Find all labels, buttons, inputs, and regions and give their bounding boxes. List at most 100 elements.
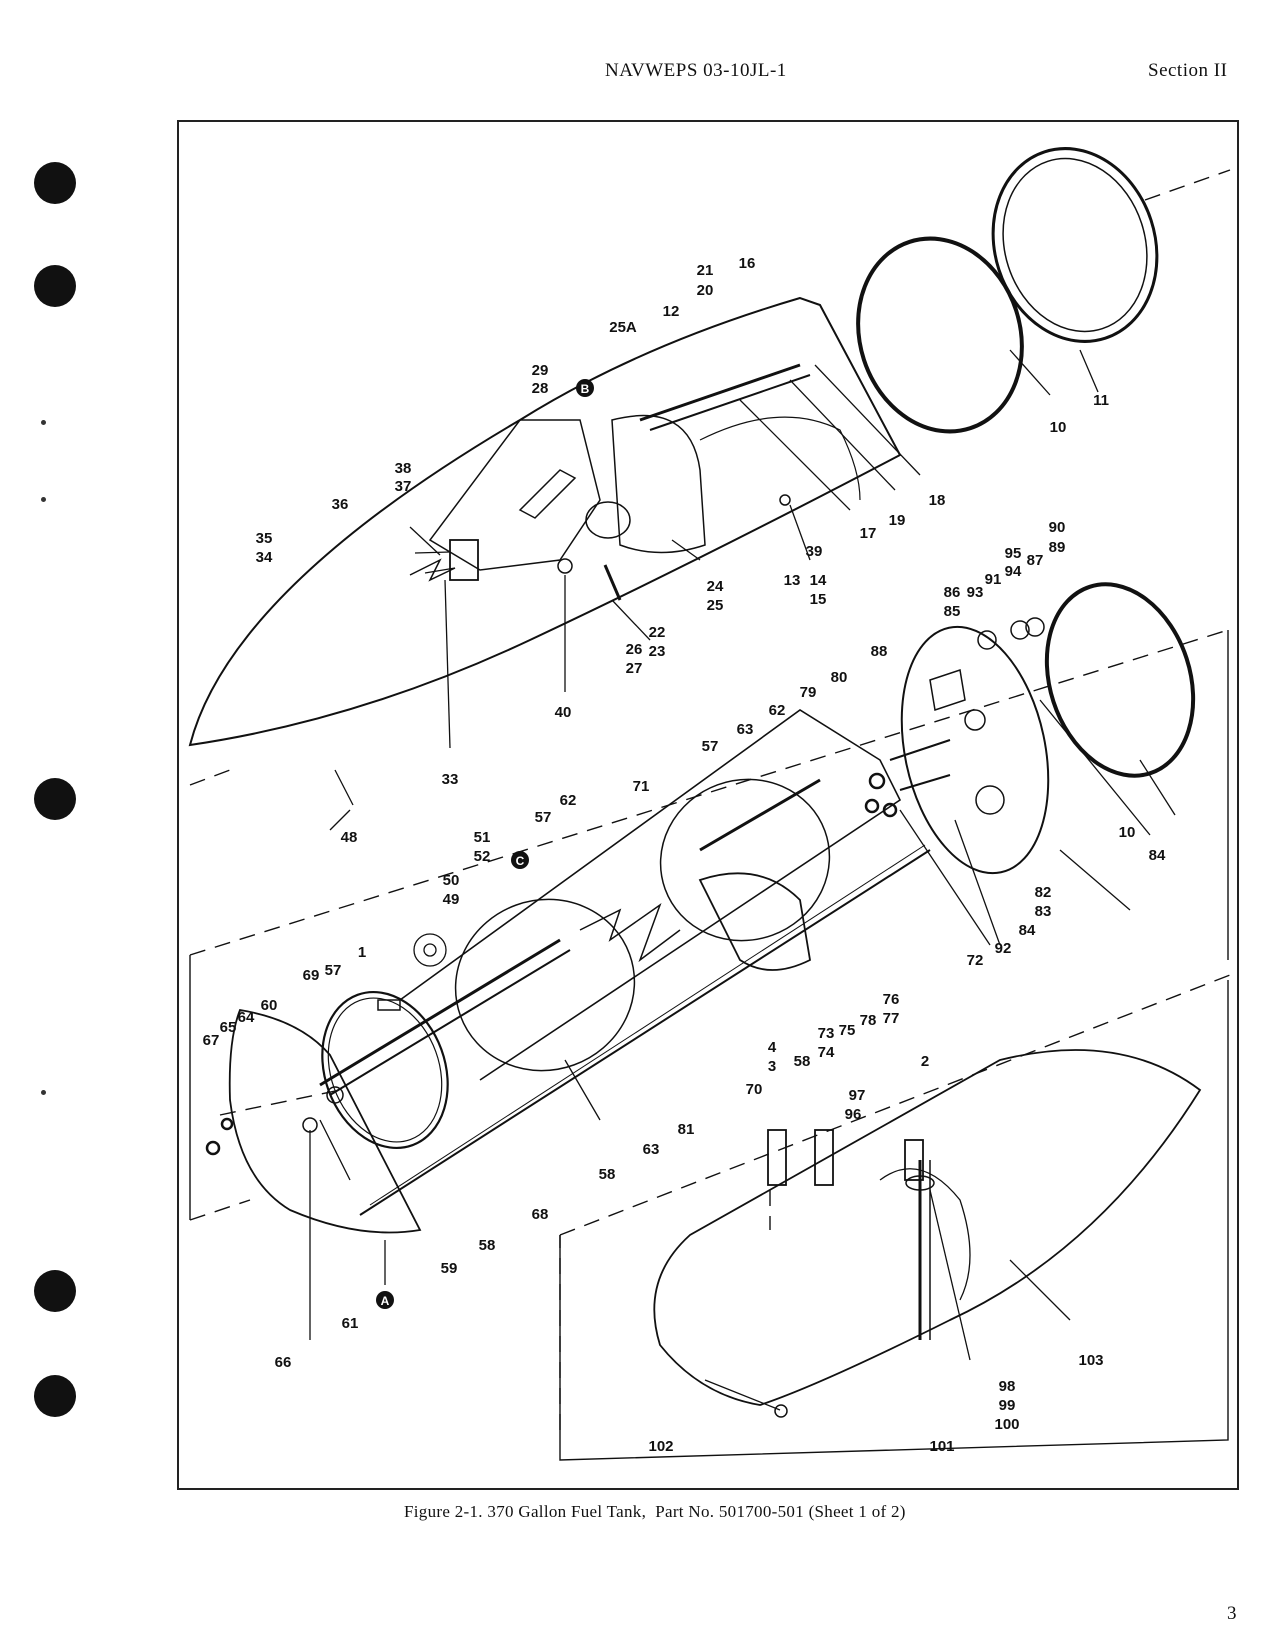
callout-label: 95 [1005,545,1022,562]
callout-label: 28 [532,380,549,397]
callout-label: 50 [443,872,460,889]
callout-label: 63 [643,1141,660,1158]
callout-label: 96 [845,1106,862,1123]
callout-label: 24 [707,578,724,595]
callout-label: 39 [806,543,823,560]
callout-label: 20 [697,282,714,299]
page-speck [41,497,46,502]
callout-label: 18 [929,492,946,509]
callout-label: 81 [678,1121,695,1138]
callout-label: 93 [967,584,984,601]
callout-label: 102 [648,1438,673,1455]
callout-label: 57 [325,962,342,979]
callout-label: 103 [1078,1352,1103,1369]
callout-label: 72 [967,952,984,969]
reference-marker-a: A [381,1294,390,1308]
callout-label: 69 [303,967,320,984]
binder-hole [34,162,76,204]
binder-hole [34,778,76,820]
callout-label: 89 [1049,539,1066,556]
callout-label: 16 [739,255,756,272]
callout-label: 88 [871,643,888,660]
callout-label: 17 [860,525,877,542]
callout-label: 19 [889,512,906,529]
callout-label: 62 [560,792,577,809]
callout-label: 15 [810,591,827,608]
callout-label: 35 [256,530,273,547]
callout-label: 48 [341,829,358,846]
callout-label: 36 [332,496,349,513]
callout-label: 61 [342,1315,359,1332]
reference-marker-c: C [516,854,525,868]
callout-label: 92 [995,940,1012,957]
callout-label: 11 [1093,392,1109,409]
callout-label: 70 [746,1081,763,1098]
callout-label: 13 [784,572,801,589]
callout-label: 84 [1019,922,1036,939]
alignment-guides [189,169,1231,1430]
o-ring-small [205,1140,221,1156]
callout-label: 29 [532,362,549,379]
callout-label: 80 [831,669,848,686]
callout-label: 63 [737,721,754,738]
callout-label: 33 [442,771,459,788]
callout-label: 78 [860,1012,877,1029]
callout-label: 2 [921,1053,929,1070]
section-label: Section II [1148,60,1228,81]
callout-label: 71 [633,778,650,795]
callout-label: 26 [626,641,643,658]
callout-label: 76 [883,991,900,1008]
nose-cone-section [188,296,902,747]
page-speck [41,1090,46,1095]
callout-label: 1 [358,944,366,961]
seal-ring-center [1044,582,1196,778]
callout-label: 64 [238,1009,255,1026]
callout-label: 4 [768,1039,777,1056]
callout-labels: 16 21 20 12 25A 29 28 38 37 36 35 34 10 … [203,255,1166,1455]
tail-cone-section [653,1049,1202,1418]
figure-caption: Figure 2-1. 370 Gallon Fuel Tank, Part N… [404,1502,906,1522]
callout-label: 34 [256,549,273,566]
callout-label: 27 [626,660,643,677]
callout-label: 58 [599,1166,616,1183]
callout-label: 101 [929,1438,954,1455]
callout-label: 98 [999,1378,1016,1395]
callout-label: 97 [849,1087,866,1104]
center-tank-section [228,709,931,1234]
callout-label: 84 [1149,847,1166,864]
callout-label: 67 [203,1032,220,1049]
callout-label: 73 [818,1025,835,1042]
callout-label: 75 [839,1022,856,1039]
callout-label: 82 [1035,884,1052,901]
guide-frame [559,980,1229,1461]
callout-label: 85 [944,603,961,620]
callout-label: 58 [479,1237,496,1254]
callout-label: 59 [441,1260,458,1277]
callout-label: 49 [443,891,460,908]
binder-hole [34,1270,76,1312]
figure-label: Figure 2-1. [404,1502,483,1521]
callout-label: 65 [220,1019,237,1036]
callout-label: 86 [944,584,961,601]
callout-label: 94 [1005,563,1022,580]
callout-label: 21 [697,262,714,279]
reference-circles [376,379,594,1309]
callout-label: 57 [702,738,719,755]
callout-label: 10 [1050,419,1067,436]
reference-marker-b: B [581,382,590,396]
callout-label: 23 [649,643,666,660]
callout-label: 60 [261,997,278,1014]
callout-label: 40 [555,704,572,721]
callout-label: 74 [818,1044,835,1061]
figure-title: 370 Gallon Fuel Tank, Part No. 501700-50… [487,1502,906,1521]
callout-label: 79 [800,684,817,701]
page-number: 3 [1227,1603,1237,1624]
callout-label: 91 [985,571,1002,588]
callout-label: 57 [535,809,552,826]
callout-label: 83 [1035,903,1052,920]
callout-label: 37 [395,478,412,495]
callout-label: 68 [532,1206,549,1223]
callout-label: 62 [769,702,786,719]
callout-label: 3 [768,1058,776,1075]
